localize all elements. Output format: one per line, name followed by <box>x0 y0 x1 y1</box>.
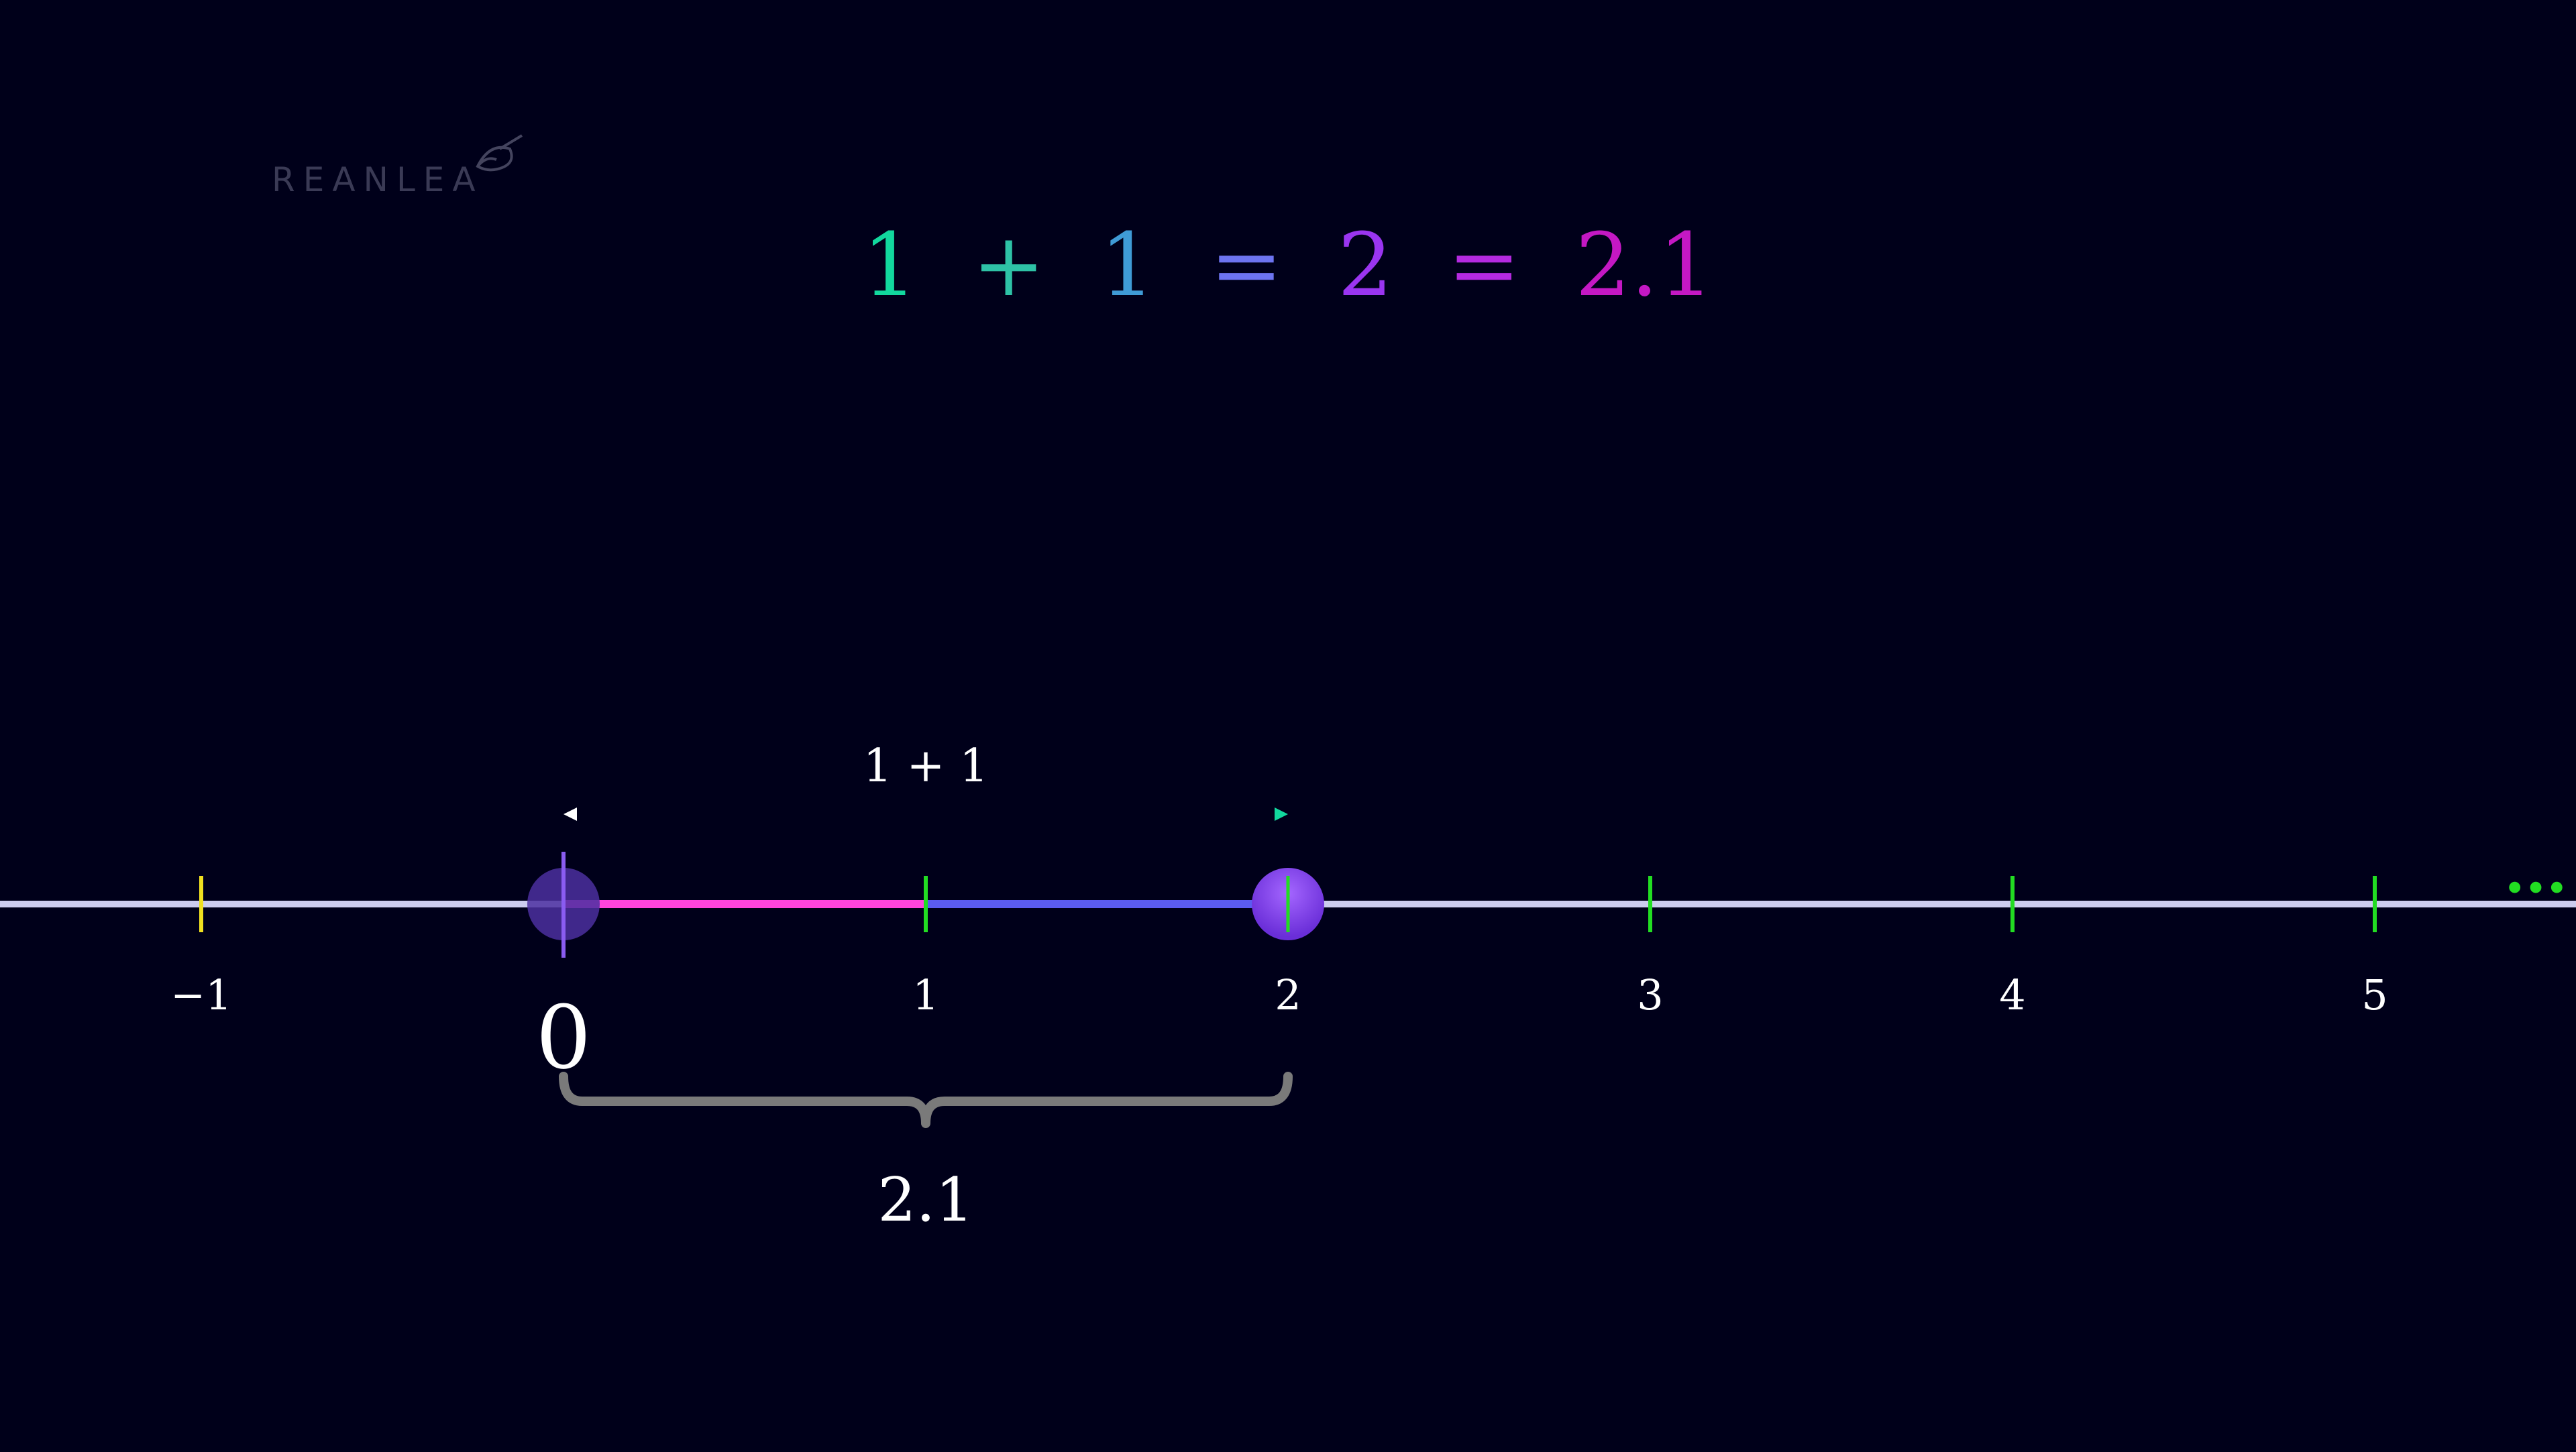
brace-group: 2.1 <box>559 1072 1293 1235</box>
equation-term-3: 2 <box>1338 214 1393 316</box>
tick-label-3: 3 <box>1637 970 1663 1019</box>
curly-brace-icon <box>559 1072 1293 1128</box>
equation-term-4: 2.1 <box>1575 214 1714 316</box>
continuation-dots: ... <box>2504 836 2567 907</box>
tick-label-1: 1 <box>912 970 938 1019</box>
reanlea-logo: REANLEA <box>272 134 523 199</box>
equation-term-1: 1 <box>862 214 918 316</box>
butterfly-icon <box>476 134 523 172</box>
arrow-head-right-icon <box>1275 807 1288 821</box>
number-line-labels: −1 1 2 3 4 5 <box>170 970 2387 1019</box>
equation-term-2: 1 <box>1099 214 1155 316</box>
arrow-head-left-icon <box>564 807 577 821</box>
tick-label--1: −1 <box>170 970 231 1019</box>
tick-label-5: 5 <box>2361 970 2387 1019</box>
logo-text: REANLEA <box>272 160 484 199</box>
arrow-label: 1 + 1 <box>863 740 989 793</box>
tick-label-2: 2 <box>1275 970 1301 1019</box>
equation-equals-1: = <box>1210 214 1283 316</box>
equation-equals-2: = <box>1448 214 1521 316</box>
brace-label: 2.1 <box>877 1165 973 1235</box>
tick-label-4: 4 <box>1999 970 2025 1019</box>
equation: 1 + 1 = 2 = 2.1 <box>862 214 1714 316</box>
equation-plus: + <box>972 214 1045 316</box>
sum-arrow: 1 + 1 <box>564 740 1288 821</box>
origin-label: 0 <box>536 987 592 1088</box>
